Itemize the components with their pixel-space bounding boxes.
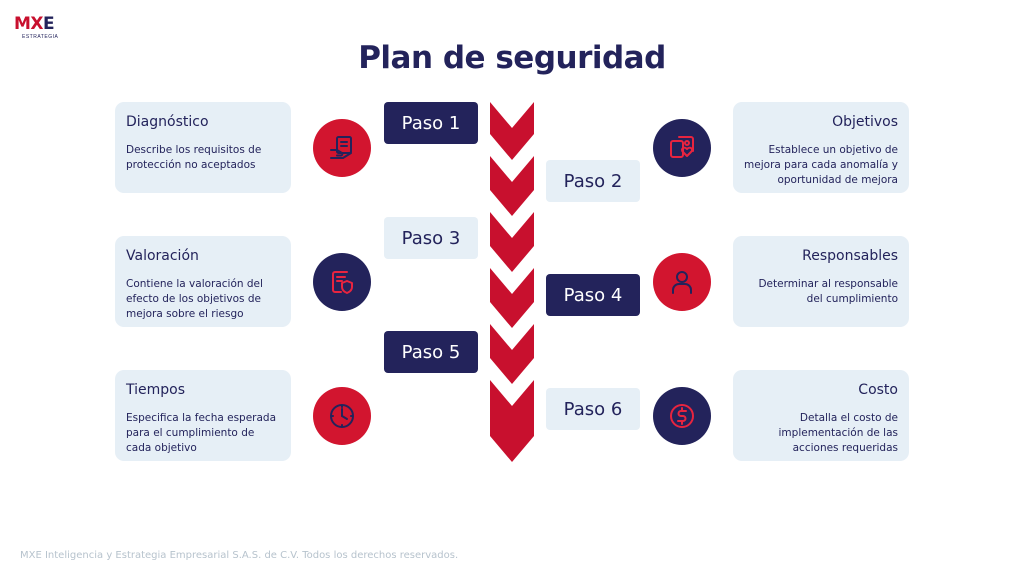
- logo-mx: MX: [14, 14, 44, 34]
- step-2: Paso 2: [546, 160, 640, 202]
- page-title: Plan de seguridad: [358, 40, 666, 76]
- card-responsables: Responsables Determinar al responsable d…: [733, 236, 909, 327]
- logo-tagline: ESTRATEGIA: [22, 34, 59, 40]
- card-tiempos: Tiempos Especifica la fecha esperada par…: [115, 370, 291, 461]
- card-objetivos-text: Establece un objetivo de mejora para cad…: [744, 144, 898, 186]
- card-diagnostico-title: Diagnóstico: [126, 114, 209, 130]
- card-diagnostico-text: Describe los requisitos de protección no…: [126, 144, 262, 171]
- card-costo: Costo Detalla el costo de implementación…: [733, 370, 909, 461]
- card-diagnostico: Diagnóstico Describe los requisitos de p…: [115, 102, 291, 193]
- heart-shield-icon: [653, 119, 711, 177]
- document-shield-icon: [313, 253, 371, 311]
- dollar-icon: [653, 387, 711, 445]
- card-objetivos: Objetivos Establece un objetivo de mejor…: [733, 102, 909, 193]
- card-valoracion: Valoración Contiene la valoración del ef…: [115, 236, 291, 327]
- card-objetivos-title: Objetivos: [832, 114, 898, 130]
- card-costo-title: Costo: [858, 382, 898, 398]
- footer-copyright: MXE Inteligencia y Estrategia Empresaria…: [20, 550, 459, 561]
- step-6: Paso 6: [546, 388, 640, 430]
- card-valoracion-text: Contiene la valoración del efecto de los…: [126, 278, 263, 320]
- central-chevron-arrow: [490, 102, 534, 462]
- person-icon: [653, 253, 711, 311]
- step-3: Paso 3: [384, 217, 478, 259]
- step-5: Paso 5: [384, 331, 478, 373]
- brand-logo: MXE: [14, 14, 55, 34]
- card-responsables-title: Responsables: [802, 248, 898, 264]
- card-tiempos-text: Especifica la fecha esperada para el cum…: [126, 412, 277, 454]
- clock-icon: [313, 387, 371, 445]
- card-responsables-text: Determinar al responsable del cumplimien…: [758, 278, 898, 305]
- card-tiempos-title: Tiempos: [126, 382, 186, 398]
- logo-e: E: [43, 14, 55, 34]
- step-4: Paso 4: [546, 274, 640, 316]
- card-costo-text: Detalla el costo de implementación de la…: [778, 412, 898, 454]
- step-1: Paso 1: [384, 102, 478, 144]
- document-hand-icon: [313, 119, 371, 177]
- card-valoracion-title: Valoración: [126, 248, 199, 264]
